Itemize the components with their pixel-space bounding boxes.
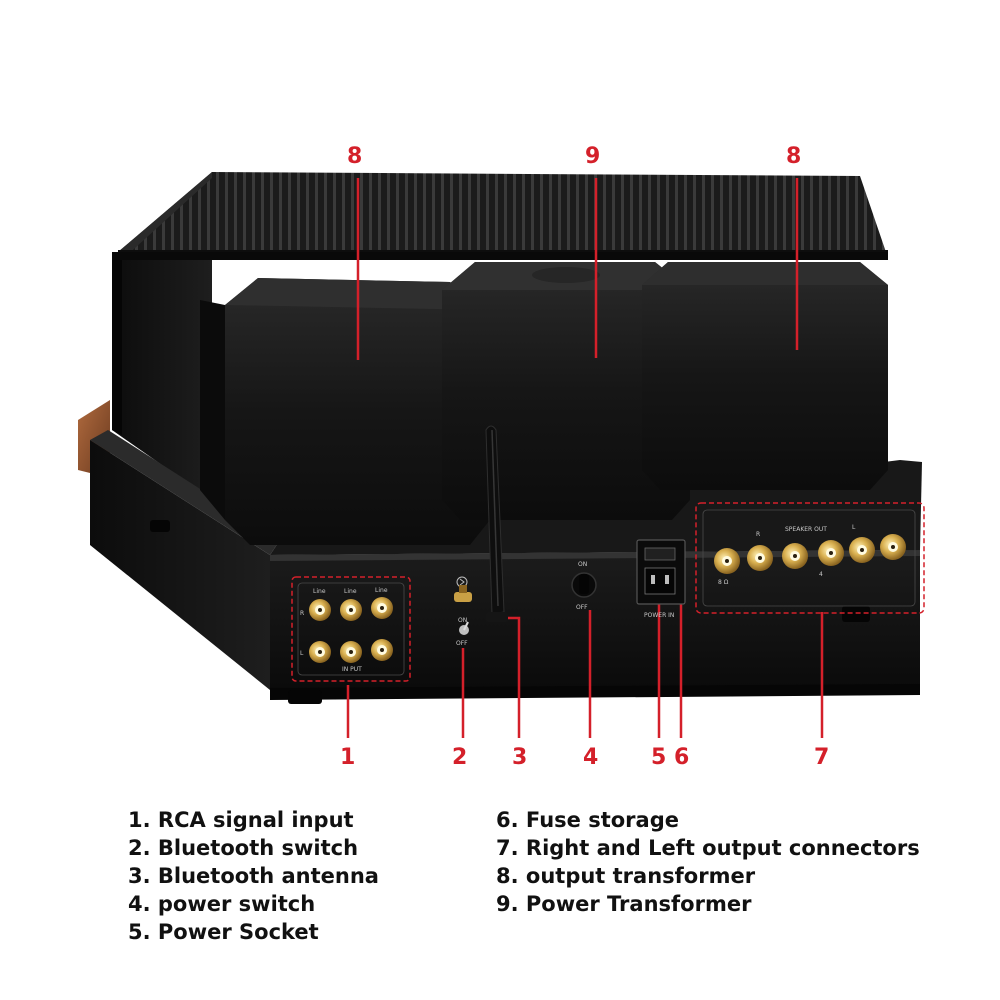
callout-number-4: 4 (583, 745, 599, 770)
speaker-output-panel: R L SPEAKER OUT 8 Ω 4 (695, 502, 925, 614)
legend-item-output-connectors: 7. Right and Left output connectors (496, 836, 920, 860)
rca-jack-bottom-1 (309, 641, 331, 663)
callout-number-8-right: 8 (786, 144, 802, 169)
legend-item-power-socket: 5. Power Socket (128, 920, 319, 944)
callout-number-1: 1 (340, 745, 356, 770)
bluetooth-antenna (485, 425, 508, 622)
speaker-terminal-r-3 (782, 543, 808, 569)
callout-lines (346, 178, 824, 738)
bluetooth-switch: ON OFF (454, 576, 472, 647)
bt-on-label: ON (458, 617, 467, 624)
bt-off-label: OFF (456, 640, 468, 647)
legend-right-column: 6. Fuse storage 7. Right and Left output… (496, 806, 920, 918)
speaker-terminal-r-1 (714, 548, 740, 574)
rca-jack-bottom-2 (340, 641, 362, 663)
heatsink-fins (118, 172, 888, 258)
power-on-label: ON (578, 561, 587, 568)
callout-number-6: 6 (674, 745, 690, 770)
label-input: IN PUT (342, 666, 362, 673)
speaker-terminal-r-2 (747, 545, 773, 571)
label-line-1: Line (313, 588, 326, 595)
callout-number-9: 9 (585, 144, 601, 169)
speaker-l-label: L (852, 524, 856, 531)
callout-number-7: 7 (814, 745, 830, 770)
power-inlet: POWER IN (636, 539, 686, 619)
speaker-terminal-l-1 (818, 540, 844, 566)
callout-number-2: 2 (452, 745, 468, 770)
speaker-terminal-l-3 (880, 534, 906, 560)
rca-jack-top-1 (309, 599, 331, 621)
power-off-label: OFF (576, 604, 588, 611)
legend-left-column: 1. RCA signal input 2. Bluetooth switch … (128, 806, 379, 946)
ohm-8-label: 8 Ω (718, 579, 729, 586)
rca-jack-top-2 (340, 599, 362, 621)
legend-item-bluetooth-antenna: 3. Bluetooth antenna (128, 864, 379, 888)
power-transformer (442, 262, 690, 520)
power-switch: ON OFF (571, 561, 597, 611)
label-r: R (300, 610, 304, 617)
speaker-terminal-l-2 (849, 537, 875, 563)
label-l: L (300, 650, 304, 657)
output-transformer-right (642, 262, 888, 490)
speaker-r-label: R (756, 531, 760, 538)
legend-item-fuse-storage: 6. Fuse storage (496, 808, 679, 832)
rca-input-panel: Line Line Line R L IN PUT (291, 576, 411, 682)
ohm-4-label: 4 (819, 571, 823, 578)
callout-number-5: 5 (651, 745, 667, 770)
callout-number-3: 3 (512, 745, 528, 770)
speaker-out-label: SPEAKER OUT (785, 526, 827, 533)
legend-item-bluetooth-switch: 2. Bluetooth switch (128, 836, 359, 860)
rca-jack-top-3 (371, 597, 393, 619)
rca-jack-bottom-3 (371, 639, 393, 661)
label-line-2: Line (344, 588, 357, 595)
chassis-feet (150, 520, 870, 704)
power-in-label: POWER IN (644, 612, 674, 619)
legend-item-rca-input: 1. RCA signal input (128, 808, 354, 832)
upper-chassis-side (112, 252, 888, 500)
label-line-3: Line (375, 587, 388, 594)
legend-item-power-switch: 4. power switch (128, 892, 316, 916)
legend-item-power-transformer: 9. Power Transformer (496, 892, 752, 916)
callout-number-8-left: 8 (347, 144, 363, 169)
legend-item-output-transformer: 8. output transformer (496, 864, 756, 888)
